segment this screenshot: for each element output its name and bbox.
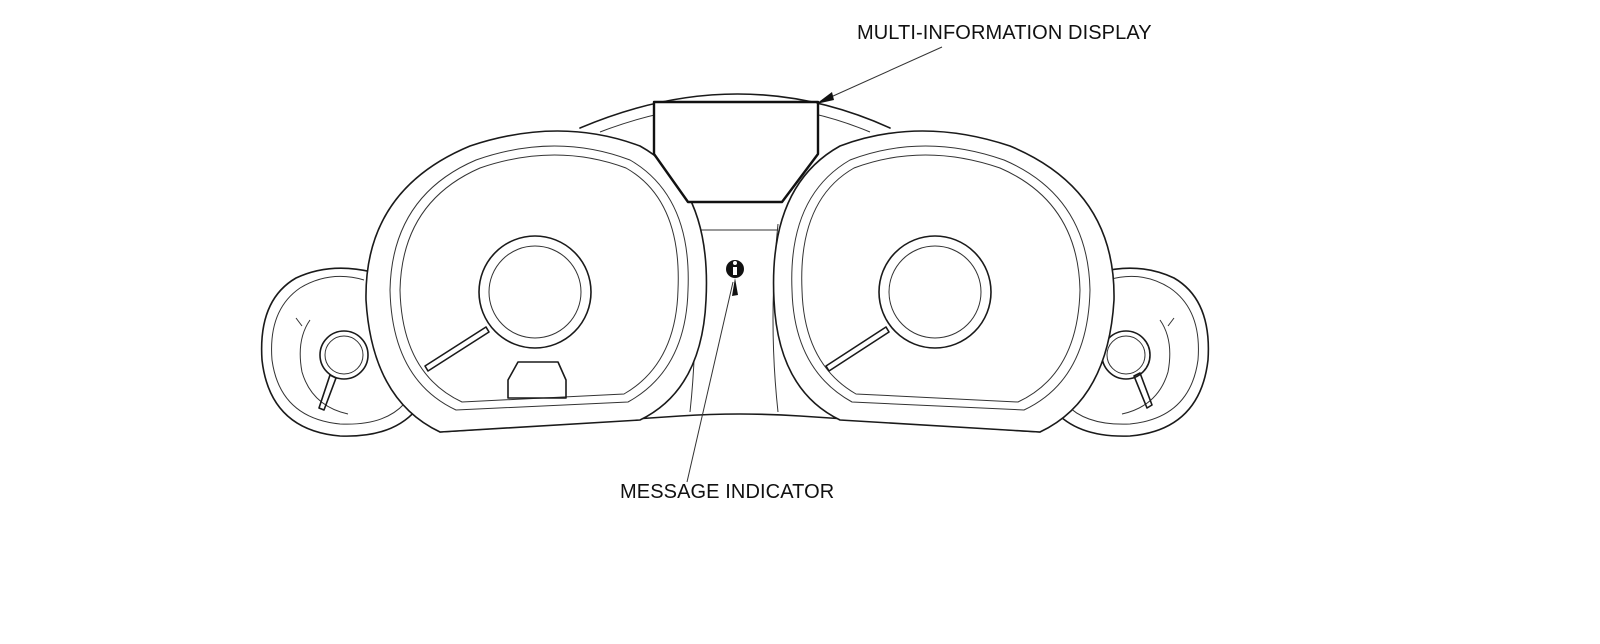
message-indicator-label: MESSAGE INDICATOR — [620, 481, 835, 503]
right-main-gauge — [772, 130, 1115, 433]
multi-information-display-screen — [652, 100, 820, 204]
message-indicator-icon — [726, 260, 744, 278]
right-small-gauge — [1053, 267, 1210, 437]
left-small-gauge — [260, 267, 417, 437]
left-main-gauge — [365, 130, 708, 433]
leader-line-mid — [816, 46, 943, 104]
leader-line-message-indicator — [686, 278, 738, 483]
multi-information-display-label: MULTI-INFORMATION DISPLAY — [857, 22, 1152, 44]
